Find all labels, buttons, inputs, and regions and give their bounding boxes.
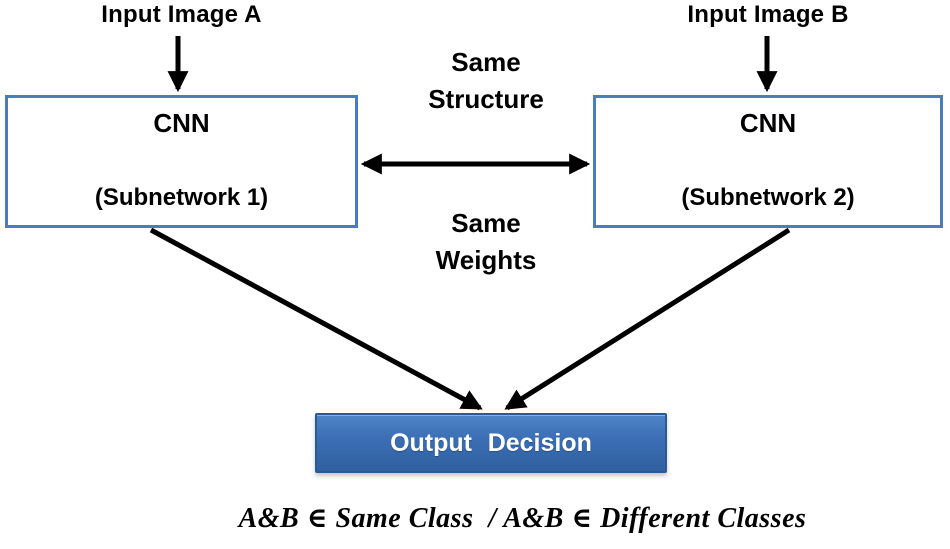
subnetwork-1-subtitle: (Subnetwork 1) [94,184,269,211]
output-decision-box: Output Decision [315,413,667,473]
same-weights-label: Same Weights [386,205,586,279]
subnetwork-1-box: CNN (Subnetwork 1) [5,95,358,228]
same-weights-line1: Same [451,208,521,238]
input-image-b-label: Input Image B [687,1,849,28]
class-membership-formula: A&B ∈ Same Class / A&B ∈ Different Class… [238,503,807,534]
subnetwork-2-subtitle: (Subnetwork 2) [681,184,855,211]
same-structure-line1: Same [451,47,521,77]
subnetwork-2-box: CNN (Subnetwork 2) [593,95,943,228]
input-image-a-label: Input Image A [101,1,262,28]
subnetwork-1-title: CNN [153,108,210,138]
subnetwork-2-title: CNN [739,108,797,138]
output-decision-label: Output Decision [390,428,592,457]
same-structure-label: Same Structure [386,44,586,118]
same-weights-line2: Weights [435,245,537,275]
same-structure-line2: Structure [428,84,544,114]
